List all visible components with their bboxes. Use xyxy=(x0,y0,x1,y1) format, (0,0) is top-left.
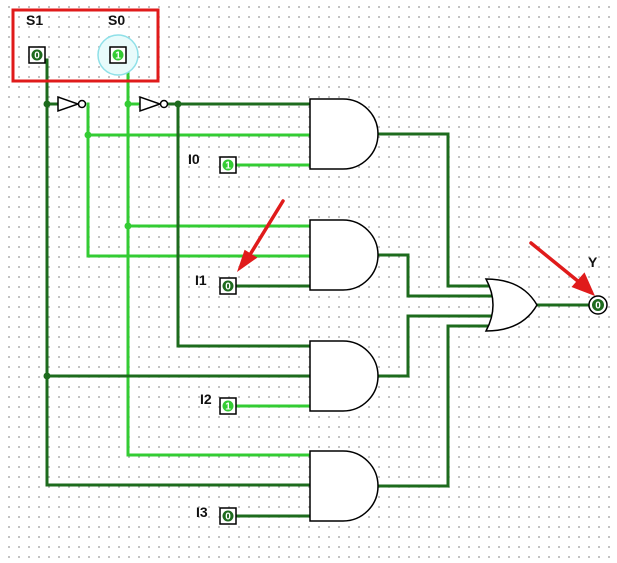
output-pin-y[interactable]: 0 xyxy=(588,295,608,315)
label-s0: S0 xyxy=(108,12,126,28)
wire-and2-out xyxy=(376,314,492,378)
junction-dot xyxy=(124,222,132,230)
or-gate[interactable] xyxy=(484,278,538,332)
label-i1: I1 xyxy=(195,272,207,288)
wire-not-s1 xyxy=(86,102,312,258)
junction-dot xyxy=(43,372,51,380)
junction-dot xyxy=(43,100,51,108)
and-gate-3[interactable] xyxy=(309,450,379,522)
pin-value: 0 xyxy=(34,51,40,62)
pin-value: 0 xyxy=(225,512,231,523)
input-pin-i0[interactable]: 1 xyxy=(219,156,237,174)
and-gate-1[interactable] xyxy=(309,219,379,291)
label-i3: I3 xyxy=(196,504,208,520)
high-wires xyxy=(86,58,312,457)
pin-value: 0 xyxy=(595,301,601,312)
pin-value: 1 xyxy=(115,51,121,62)
low-wires xyxy=(45,58,592,518)
wire-not-s0-to-and2 xyxy=(176,102,312,348)
junction-dot xyxy=(84,131,92,139)
and-gates xyxy=(309,98,379,522)
junction-dot xyxy=(174,100,182,108)
pin-value: 1 xyxy=(225,402,231,413)
selector-highlight-box xyxy=(11,8,160,83)
wire-and1-out xyxy=(376,253,492,298)
input-pin-s0[interactable]: 1 xyxy=(109,46,127,64)
label-i0: I0 xyxy=(188,151,200,167)
and-gate-0[interactable] xyxy=(309,98,379,170)
input-pin-i1[interactable]: 0 xyxy=(219,277,237,295)
wire-s1-main xyxy=(45,58,312,487)
and-gate-2[interactable] xyxy=(309,340,379,412)
label-y: Y xyxy=(588,254,598,270)
pin-value: 1 xyxy=(225,161,231,172)
pin-value: 0 xyxy=(225,282,231,293)
wire-s0-main xyxy=(126,58,312,457)
not-gate-s0[interactable] xyxy=(139,95,169,113)
not-gate-s1[interactable] xyxy=(57,95,87,113)
wire-and0-out xyxy=(376,132,492,288)
arrow-to-y xyxy=(529,241,595,296)
label-s1: S1 xyxy=(26,12,44,28)
junctions xyxy=(43,100,182,380)
junction-dot xyxy=(124,100,132,108)
arrow-to-i1 xyxy=(237,199,285,272)
input-pin-i2[interactable]: 1 xyxy=(219,397,237,415)
input-pin-s1[interactable]: 0 xyxy=(28,46,46,64)
label-i2: I2 xyxy=(200,391,212,407)
wire-and3-out xyxy=(376,324,492,488)
input-pin-i3[interactable]: 0 xyxy=(219,507,237,525)
